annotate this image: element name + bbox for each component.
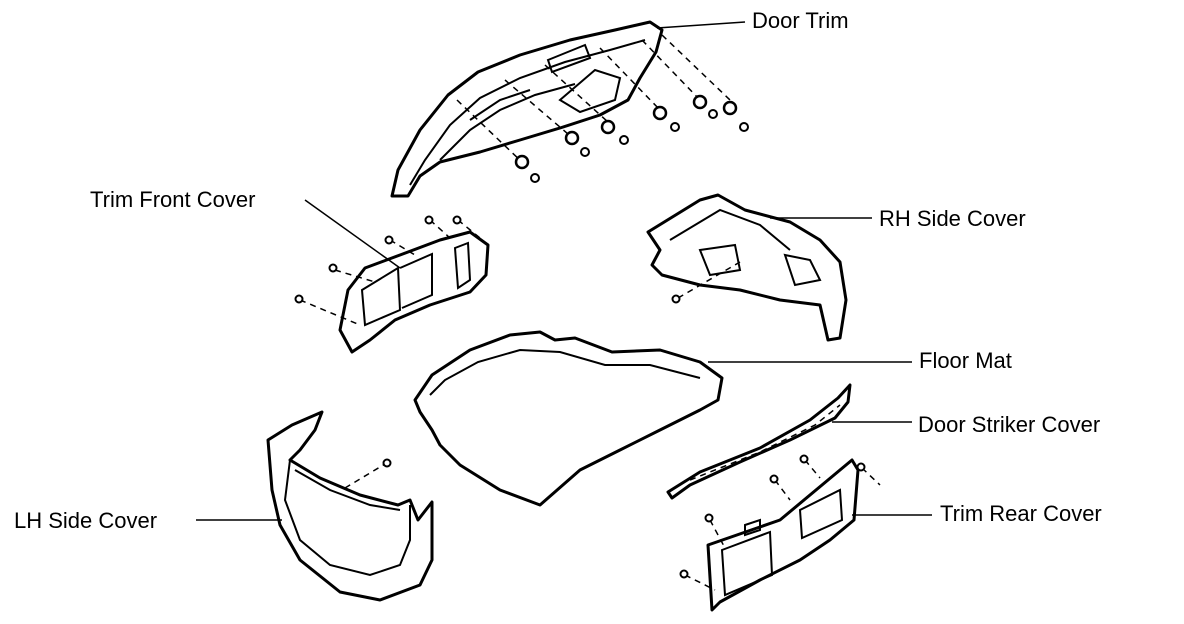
door-trim-fasteners (456, 34, 749, 183)
trim-rear-cover-part (679, 454, 881, 612)
leader-lines (196, 21, 932, 521)
label-door-trim: Door Trim (752, 8, 849, 33)
label-lh-side-cover: LH Side Cover (14, 508, 158, 533)
label-floor-mat: Floor Mat (919, 348, 1012, 373)
lh-side-cover-part (266, 410, 434, 602)
label-trim-front-cover: Trim Front Cover (90, 187, 256, 212)
trim-front-cover-part (294, 215, 490, 354)
leader-trim-front-cover (304, 199, 401, 269)
leader-door-trim (656, 21, 746, 29)
door-trim-part (390, 20, 749, 198)
rh-side-cover-part (646, 193, 848, 342)
label-door-striker-cover: Door Striker Cover (918, 412, 1101, 437)
door-striker-cover-part (666, 383, 852, 500)
floor-mat-part (413, 330, 724, 507)
label-rh-side-cover: RH Side Cover (879, 206, 1026, 231)
label-trim-rear-cover: Trim Rear Cover (940, 501, 1102, 526)
